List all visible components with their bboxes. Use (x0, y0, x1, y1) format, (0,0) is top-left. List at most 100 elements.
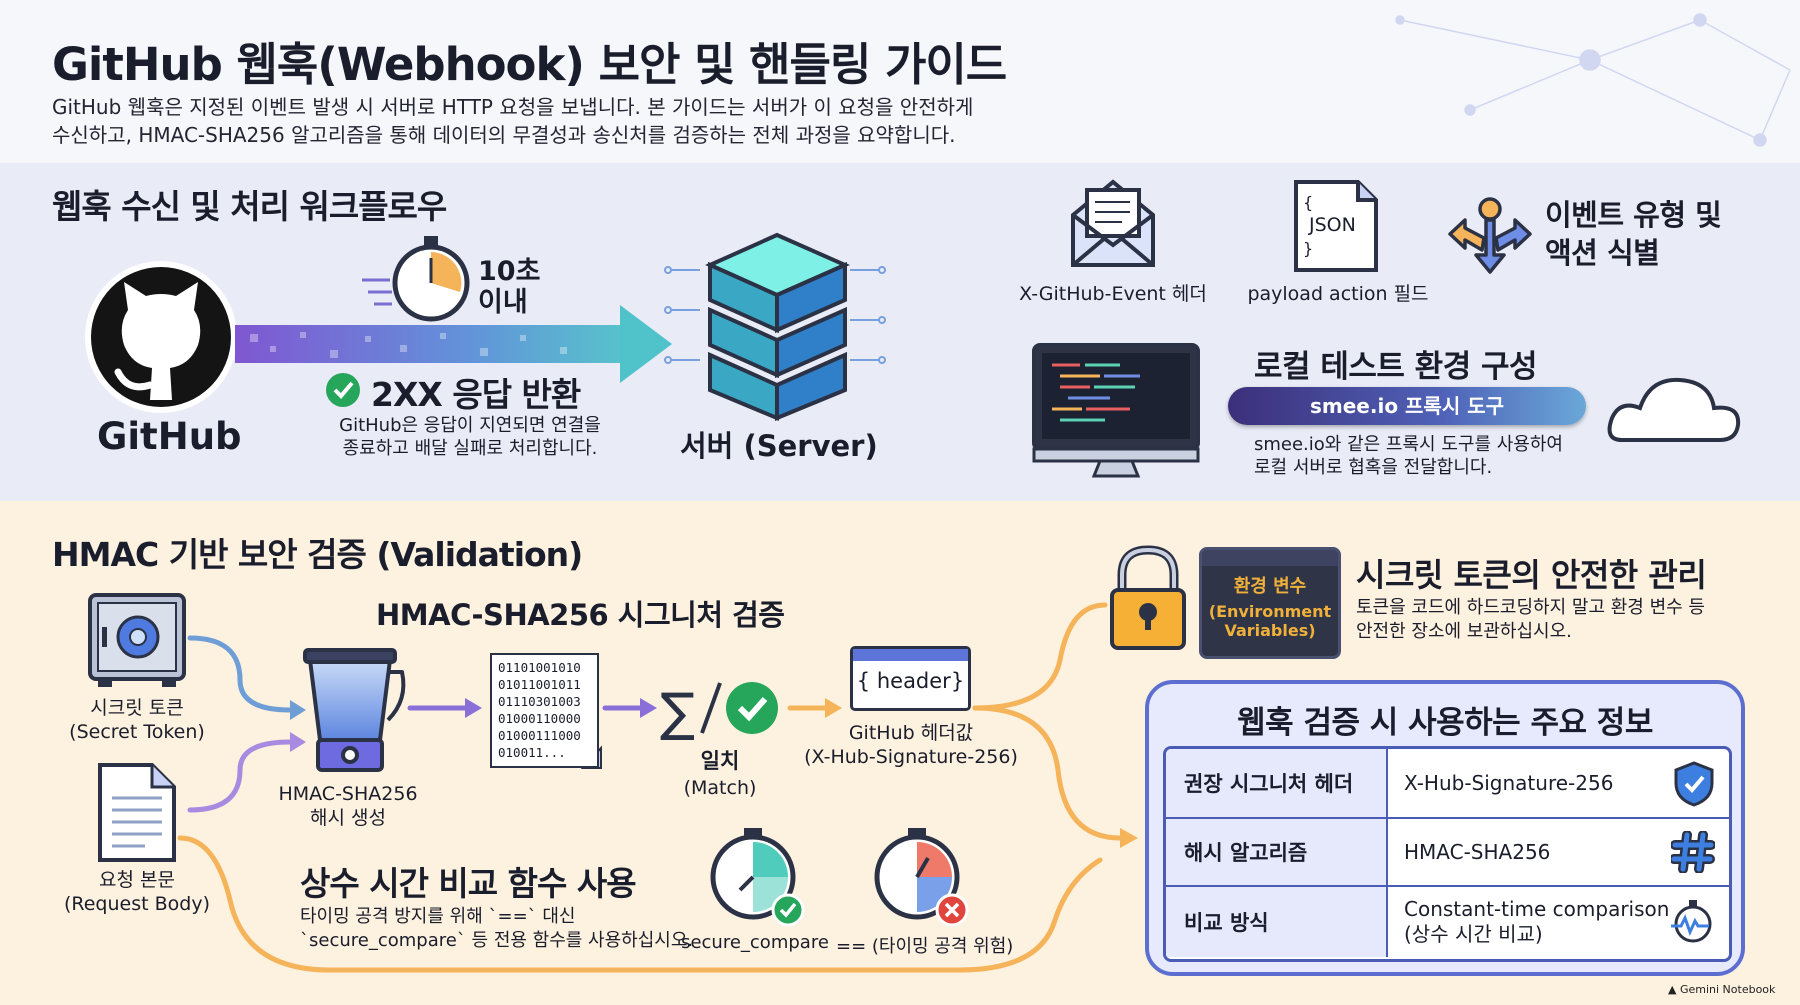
timer-label-line2: 이내 (478, 287, 528, 318)
intro-text-line1: GitHub 웹훅은 지정된 이벤트 발생 시 서버로 HTTP 요청을 보냅니… (52, 95, 974, 119)
header-window-text: { header} (856, 669, 965, 693)
success-check-icon (326, 373, 360, 407)
delivery-arrow (235, 305, 672, 383)
secret-management-title: 시크릿 토큰의 안전한 관리 (1356, 556, 1707, 594)
info-table-title: 웹훅 검증 시 사용하는 주요 정보 (1237, 705, 1653, 741)
secret-token-line1: 시크릿 토큰 (90, 697, 184, 719)
event-title-line1: 이벤트 유형 및 (1545, 198, 1722, 232)
flow-connectors (177, 602, 1138, 973)
environment-variables-box: 환경 변수 (Environment Variables) (1199, 547, 1341, 659)
response-description: GitHub은 응답이 지연되면 연결을 종료하고 배달 실패로 처리합니다. (300, 414, 640, 460)
monitor-icon (1032, 343, 1200, 478)
request-body-line2: (Request Body) (63, 893, 210, 915)
timer-label: 10초 이내 (478, 256, 540, 318)
timer-icon (362, 236, 470, 322)
env-line3: Variables) (1224, 621, 1316, 640)
header-value-line2: (X-Hub-Signature-256) (804, 746, 1018, 768)
binary-line: 01011001011 (498, 677, 581, 692)
table-key: 권장 시그니처 헤더 (1166, 749, 1388, 817)
info-table: 권장 시그니처 헤더 X-Hub-Signature-256 해시 알고리즘 H… (1163, 746, 1732, 962)
payload-action-label: payload action 필드 (1247, 283, 1429, 305)
envelope-icon (1071, 179, 1155, 267)
table-key: 해시 알고리즘 (1166, 819, 1388, 885)
secure-compare-label: secure_compare (681, 932, 829, 953)
request-body-line1: 요청 본문 (99, 869, 175, 891)
stopwatch-risk-icon (874, 828, 969, 927)
github-logo-icon (85, 261, 237, 413)
local-test-title: 로컬 테스트 환경 구성 (1254, 349, 1538, 385)
local-test-desc-line1: smee.io와 같은 프록시 도구를 사용하여 (1254, 434, 1563, 455)
header-window-icon: { header} (850, 646, 971, 711)
binary-output-box: 01101001010 01011001011 01110301003 0100… (490, 653, 599, 768)
padlock-icon (1110, 545, 1186, 650)
page-title: GitHub 웹훅(Webhook) 보안 및 핸들링 가이드 (52, 38, 1007, 91)
constant-time-desc-line2: `secure_compare` 등 전용 함수를 사용하십시오. (300, 930, 694, 951)
secret-mgmt-desc-line1: 토큰을 코드에 하드코딩하지 말고 환경 변수 등 (1356, 597, 1705, 618)
constant-time-description: 타이밍 공격 방지를 위해 `==` 대신 `secure_compare` 등… (300, 905, 693, 953)
match-line1: 일치 (700, 749, 740, 773)
json-document-icon (1294, 180, 1378, 272)
response-desc-line2: 종료하고 배달 실패로 처리합니다. (342, 438, 598, 459)
hmac-heading: HMAC 기반 보안 검증 (Validation) (52, 535, 583, 574)
table-row: 권장 시그니처 헤더 X-Hub-Signature-256 (1166, 749, 1729, 819)
constant-time-desc-line1: 타이밍 공격 방지를 위해 `==` 대신 (300, 906, 576, 927)
local-test-description: smee.io와 같은 프록시 도구를 사용하여 로컬 서버로 협혹을 전달합니… (1254, 433, 1563, 479)
response-desc-line1: GitHub은 응답이 지연되면 연결을 (339, 415, 601, 436)
binary-line: 01110301003 (498, 694, 581, 709)
json-label: JSON (1309, 214, 1356, 236)
request-body-label: 요청 본문 (Request Body) (52, 868, 222, 916)
stopwatch-secure-icon (710, 828, 805, 927)
table-value-line1: Constant-time comparison (1404, 897, 1670, 921)
smee-proxy-pill: smee.io 프록시 도구 (1228, 387, 1586, 425)
network-decoration (1395, 13, 1791, 147)
intro-text-line2: 수신하고, HMAC-SHA256 알고리즘을 통해 데이터의 무결성과 송신처… (52, 123, 956, 147)
blender-icon (303, 648, 406, 772)
github-header-value-label: GitHub 헤더값 (X-Hub-Signature-256) (800, 721, 1022, 769)
shield-check-icon (1674, 761, 1714, 807)
constant-time-title: 상수 시간 비교 함수 사용 (300, 864, 637, 903)
hash-line2: 해시 생성 (310, 807, 386, 829)
hash-generation-label: HMAC-SHA256 해시 생성 (268, 782, 428, 830)
table-row: 해시 알고리즘 HMAC-SHA256 (1166, 819, 1729, 887)
binary-line: 01101001010 (498, 660, 581, 675)
hash-line1: HMAC-SHA256 (278, 783, 418, 805)
table-key: 비교 방식 (1166, 887, 1388, 957)
hash-icon (1671, 831, 1715, 873)
env-line1: 환경 변수 (1233, 576, 1307, 597)
env-line2: (Environment (1208, 602, 1332, 621)
event-title-line2: 액션 식별 (1545, 236, 1660, 270)
branch-arrows-icon (1448, 197, 1532, 274)
secret-management-description: 토큰을 코드에 하드코딩하지 말고 환경 변수 등 안전한 장소에 보관하십시오… (1356, 596, 1705, 644)
request-body-document-icon (98, 763, 176, 862)
cloud-icon (1607, 377, 1741, 442)
binary-line: 01000110000 (498, 711, 581, 726)
sigma-check-icon: ∑ (660, 682, 778, 743)
json-icon-text: { JSON } (1303, 193, 1356, 258)
table-value-text: X-Hub-Signature-256 (1404, 770, 1614, 795)
env-window-bar (1202, 550, 1338, 566)
timing-risk-label: == (타이밍 공격 위험) (836, 936, 1014, 957)
table-value: X-Hub-Signature-256 (1388, 749, 1729, 817)
server-icon (664, 232, 886, 422)
safe-icon (88, 593, 186, 687)
event-identify-title: 이벤트 유형 및 액션 식별 (1545, 196, 1722, 272)
github-label: GitHub (97, 415, 242, 458)
match-line2: (Match) (683, 777, 757, 799)
binary-line: 01000111000 (498, 728, 581, 743)
header-band (0, 0, 1800, 163)
table-value-line2: (상수 시간 비교) (1404, 922, 1543, 946)
header-value-line1: GitHub 헤더값 (848, 722, 974, 744)
timer-label-line1: 10초 (478, 256, 541, 287)
match-label: 일치 (Match) (660, 745, 780, 799)
local-test-desc-line2: 로컬 서버로 협혹을 전달합니다. (1254, 457, 1493, 478)
binary-line: 010011... (498, 745, 566, 760)
table-row: 비교 방식 Constant-time comparison (상수 시간 비교… (1166, 887, 1729, 957)
table-value: Constant-time comparison (상수 시간 비교) (1388, 887, 1729, 957)
secret-token-label: 시크릿 토큰 (Secret Token) (57, 696, 217, 744)
workflow-heading: 웹훅 수신 및 처리 워크플로우 (52, 187, 447, 226)
secret-token-line2: (Secret Token) (69, 721, 205, 743)
signature-verification-title: HMAC-SHA256 시그니처 검증 (376, 598, 785, 632)
stopwatch-pulse-icon (1671, 900, 1712, 943)
svg-text:∑: ∑ (660, 683, 695, 743)
